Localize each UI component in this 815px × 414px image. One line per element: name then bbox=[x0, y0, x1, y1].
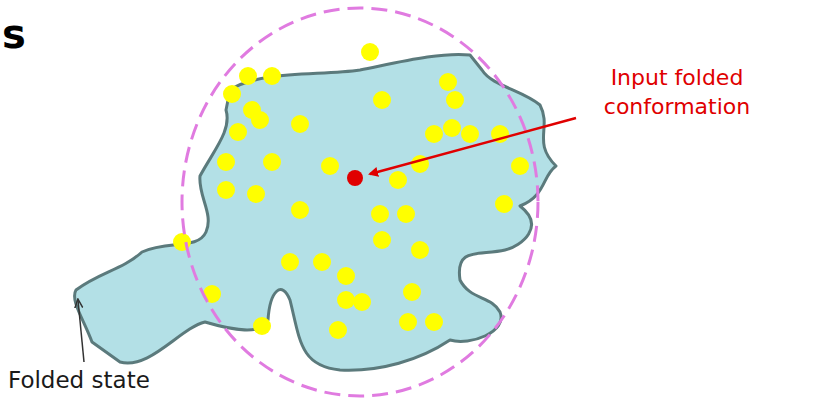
input-leader-arrow bbox=[370, 118, 576, 174]
sample-dot bbox=[511, 157, 529, 175]
sample-dot bbox=[411, 241, 429, 259]
sample-dot bbox=[425, 125, 443, 143]
sample-dot bbox=[425, 313, 443, 331]
sample-dot bbox=[291, 115, 309, 133]
sample-dot bbox=[337, 291, 355, 309]
sample-dots bbox=[173, 43, 529, 339]
sample-dot bbox=[229, 123, 247, 141]
sample-dot bbox=[403, 283, 421, 301]
cut-off-heading: s bbox=[2, 8, 26, 60]
sample-dot bbox=[399, 313, 417, 331]
sample-dot bbox=[439, 73, 457, 91]
sample-dot bbox=[239, 67, 257, 85]
sample-dot bbox=[371, 205, 389, 223]
region-label: Folded state bbox=[8, 366, 150, 396]
sample-dot bbox=[373, 91, 391, 109]
sample-dot bbox=[389, 171, 407, 189]
sample-dot bbox=[253, 317, 271, 335]
sample-dot bbox=[397, 205, 415, 223]
sample-dot bbox=[461, 125, 479, 143]
sample-dot bbox=[263, 67, 281, 85]
folded-state-region bbox=[75, 54, 556, 370]
sample-dot bbox=[247, 185, 265, 203]
sample-dot bbox=[329, 321, 347, 339]
sample-dot bbox=[321, 157, 339, 175]
sample-dot bbox=[291, 201, 309, 219]
input-conformation-dot bbox=[347, 170, 363, 186]
sample-dot bbox=[251, 111, 269, 129]
sample-dot bbox=[313, 253, 331, 271]
sample-dot bbox=[223, 85, 241, 103]
sample-dot bbox=[337, 267, 355, 285]
sample-dot bbox=[361, 43, 379, 61]
sample-dot bbox=[443, 119, 461, 137]
sample-dot bbox=[217, 181, 235, 199]
sample-dot bbox=[217, 153, 235, 171]
sample-dot bbox=[446, 91, 464, 109]
sample-dot bbox=[353, 293, 371, 311]
sample-dot bbox=[495, 195, 513, 213]
sample-dot bbox=[281, 253, 299, 271]
callout-label: Input folded conformation bbox=[582, 64, 772, 121]
sample-dot bbox=[263, 153, 281, 171]
folded-state-leader-arrow bbox=[78, 300, 84, 362]
sample-dot bbox=[373, 231, 391, 249]
sampling-radius bbox=[182, 8, 538, 396]
